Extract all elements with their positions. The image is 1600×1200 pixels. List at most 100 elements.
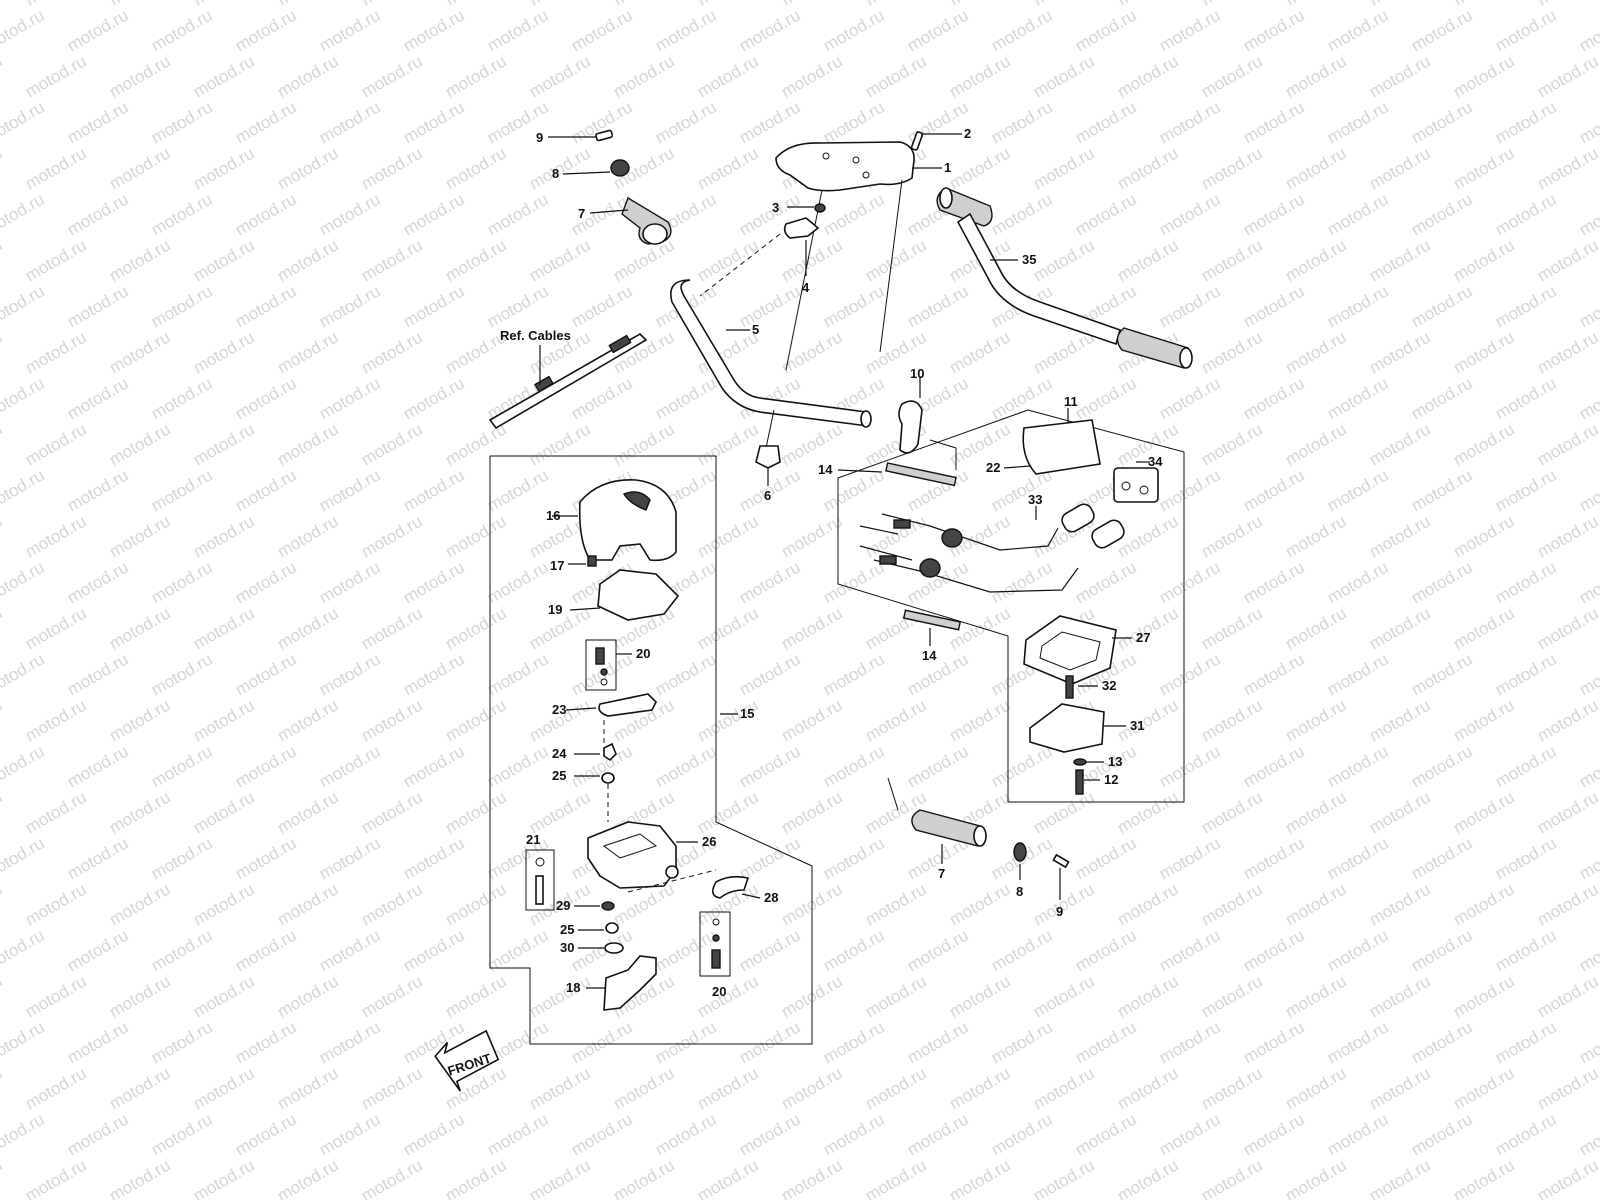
callout-25b: 25 [560, 922, 574, 937]
watermark-text: motod.ru [274, 603, 342, 653]
watermark-text: motod.ru [1576, 465, 1600, 515]
watermark-text: motod.ru [1324, 557, 1392, 607]
watermark-text: motod.ru [274, 419, 342, 469]
watermark-text: motod.ru [0, 1109, 48, 1159]
watermark-text: motod.ru [1282, 51, 1350, 101]
watermark-text: motod.ru [106, 419, 174, 469]
callout-34: 34 [1148, 454, 1163, 469]
watermark-text: motod.ru [1198, 143, 1266, 193]
watermark-text: motod.ru [568, 1017, 636, 1067]
watermark-text: motod.ru [22, 419, 90, 469]
watermark-text: motod.ru [190, 143, 258, 193]
watermark-text: motod.ru [1156, 925, 1224, 975]
watermark-text: motod.ru [1534, 787, 1600, 837]
watermark-text: motod.ru [1114, 603, 1182, 653]
watermark-text: motod.ru [484, 465, 552, 515]
watermark-text: motod.ru [694, 971, 762, 1021]
watermark-text: motod.ru [1240, 1109, 1308, 1159]
watermark-text: motod.ru [1366, 603, 1434, 653]
watermark-text: motod.ru [316, 925, 384, 975]
watermark-text: motod.ru [1450, 235, 1518, 285]
callout-9b: 9 [1056, 904, 1063, 919]
watermark-text: motod.ru [442, 235, 510, 285]
watermark-text: motod.ru [1366, 695, 1434, 745]
watermark-text: motod.ru [1324, 833, 1392, 883]
callout-30: 30 [560, 940, 574, 955]
watermark-text: motod.ru [1030, 143, 1098, 193]
watermark-text: motod.ru [694, 51, 762, 101]
watermark-text: motod.ru [22, 603, 90, 653]
watermark-text: motod.ru [820, 281, 888, 331]
watermark-text: motod.ru [148, 373, 216, 423]
watermark-text: motod.ru [1450, 419, 1518, 469]
watermark-text: motod.ru [274, 971, 342, 1021]
watermark-text: motod.ru [946, 1155, 1014, 1200]
watermark-text: motod.ru [484, 281, 552, 331]
watermark-text: motod.ru [1282, 1063, 1350, 1113]
watermark-text: motod.ru [148, 97, 216, 147]
watermark-text: motod.ru [274, 787, 342, 837]
watermark-text: motod.ru [232, 373, 300, 423]
watermark-text: motod.ru [0, 741, 48, 791]
watermark-text: motod.ru [1072, 1109, 1140, 1159]
watermark-text: motod.ru [358, 51, 426, 101]
watermark-text: motod.ru [148, 649, 216, 699]
watermark-text: motod.ru [526, 971, 594, 1021]
watermark-text: motod.ru [1030, 235, 1098, 285]
watermark-text: motod.ru [64, 97, 132, 147]
watermark-text: motod.ru [190, 603, 258, 653]
watermark-text: motod.ru [232, 557, 300, 607]
watermark-text: motod.ru [1282, 1155, 1350, 1200]
watermark-text: motod.ru [1492, 281, 1560, 331]
watermark-text: motod.ru [1114, 695, 1182, 745]
watermark-text: motod.ru [106, 695, 174, 745]
watermark-text: motod.ru [1492, 189, 1560, 239]
watermark-text: motod.ru [1450, 603, 1518, 653]
watermark-text: motod.ru [988, 189, 1056, 239]
watermark-text: motod.ru [1450, 1063, 1518, 1113]
watermark-text: motod.ru [988, 925, 1056, 975]
callout-22: 22 [986, 460, 1000, 475]
watermark-text: motod.ru [400, 373, 468, 423]
watermark-text: motod.ru [526, 235, 594, 285]
watermark-text: motod.ru [148, 189, 216, 239]
watermark-text: motod.ru [0, 833, 48, 883]
watermark-text: motod.ru [1282, 419, 1350, 469]
watermark-text: motod.ru [778, 1155, 846, 1200]
watermark-text: motod.ru [736, 833, 804, 883]
watermark-text: motod.ru [274, 695, 342, 745]
front-arrow: FRONT [434, 1029, 500, 1092]
watermark-text: motod.ru [400, 465, 468, 515]
watermark-text: motod.ru [442, 879, 510, 929]
watermark-text: motod.ru [1492, 465, 1560, 515]
watermark-text: motod.ru [1282, 327, 1350, 377]
watermark-text: motod.ru [862, 695, 930, 745]
watermark-text: motod.ru [358, 695, 426, 745]
watermark-text: motod.ru [904, 1017, 972, 1067]
callout-20b: 20 [712, 984, 726, 999]
watermark-text: motod.ru [1492, 5, 1560, 55]
left-handlebar [670, 279, 872, 486]
watermark-text: motod.ru [232, 833, 300, 883]
watermark-text: motod.ru [1114, 511, 1182, 561]
watermark-text: motod.ru [1366, 971, 1434, 1021]
watermark-text: motod.ru [1198, 879, 1266, 929]
watermark-text: motod.ru [1576, 833, 1600, 883]
watermark-text: motod.ru [1408, 189, 1476, 239]
watermark-text: motod.ru [358, 419, 426, 469]
watermark-text: motod.ru [904, 5, 972, 55]
watermark-text: motod.ru [1576, 97, 1600, 147]
watermark-text: motod.ru [820, 1017, 888, 1067]
watermark-text: motod.ru [694, 511, 762, 561]
watermark-text: motod.ru [1030, 1155, 1098, 1200]
watermark-text: motod.ru [1240, 189, 1308, 239]
watermark-text: motod.ru [1408, 649, 1476, 699]
callout-9a: 9 [536, 130, 543, 145]
watermark-text: motod.ru [1324, 281, 1392, 331]
callout-25a: 25 [552, 768, 566, 783]
watermark-text: motod.ru [358, 1155, 426, 1200]
watermark-text: motod.ru [610, 1063, 678, 1113]
watermark-text: motod.ru [232, 465, 300, 515]
watermark-text: motod.ru [1030, 787, 1098, 837]
watermark-text: motod.ru [0, 787, 6, 837]
